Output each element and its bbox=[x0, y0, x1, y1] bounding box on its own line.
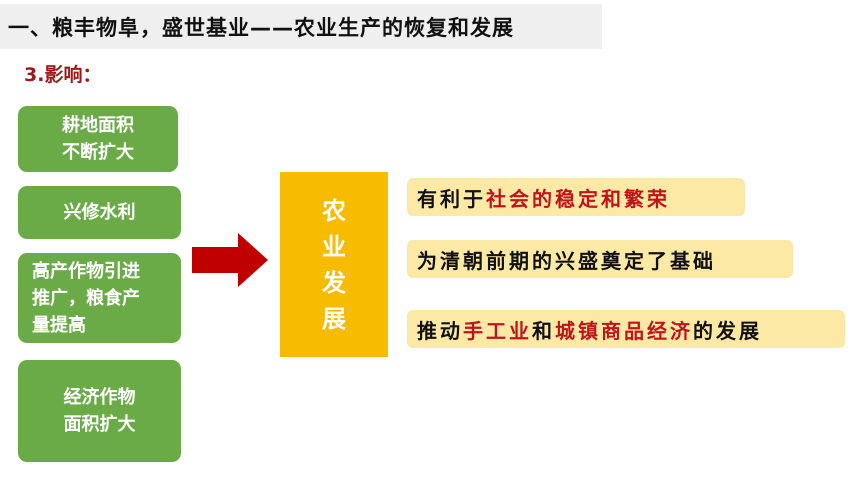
section-label: 3.影响： bbox=[24, 64, 102, 86]
center-label: 农 业 发 展 bbox=[322, 196, 346, 333]
effect-3-highlight-handicraft: 手工业 bbox=[463, 318, 532, 343]
cause-text-4: 经济作物 面积扩大 bbox=[63, 387, 136, 435]
effect-1-text: 有利于 bbox=[417, 186, 486, 211]
cause-box-1: 耕地面积 不断扩大 bbox=[18, 106, 178, 172]
cause-box-3: 高产作物引进 推广，粮食产 量提高 bbox=[18, 253, 181, 343]
cause-box-4: 经济作物 面积扩大 bbox=[18, 360, 181, 462]
right-arrow-icon bbox=[192, 233, 268, 287]
effect-3-highlight-commerce: 城镇商品经济 bbox=[555, 318, 693, 343]
effect-3-text-and: 和 bbox=[532, 318, 555, 343]
cause-text-3: 高产作物引进 推广，粮食产 量提高 bbox=[32, 260, 140, 336]
effect-3-text-end: 的发展 bbox=[693, 318, 762, 343]
effect-pill-3: 推动手工业和城镇商品经济的发展 bbox=[407, 310, 845, 348]
effect-pill-1: 有利于社会的稳定和繁荣 bbox=[407, 178, 745, 216]
effect-2-text: 为清朝前期的兴盛奠定了基础 bbox=[417, 248, 716, 273]
page-title: 一、粮丰物阜，盛世基业——农业生产的恢复和发展 bbox=[8, 16, 514, 40]
cause-text-1: 耕地面积 不断扩大 bbox=[62, 115, 134, 163]
agriculture-development-box: 农 业 发 展 bbox=[280, 172, 388, 357]
effect-3-text-a: 推动 bbox=[417, 318, 463, 343]
title-bar: 一、粮丰物阜，盛世基业——农业生产的恢复和发展 bbox=[0, 4, 602, 49]
effect-pill-2: 为清朝前期的兴盛奠定了基础 bbox=[407, 240, 793, 278]
effect-1-highlight: 社会的稳定和繁荣 bbox=[486, 186, 670, 211]
cause-box-2: 兴修水利 bbox=[18, 186, 181, 239]
cause-text-2: 兴修水利 bbox=[63, 202, 136, 223]
